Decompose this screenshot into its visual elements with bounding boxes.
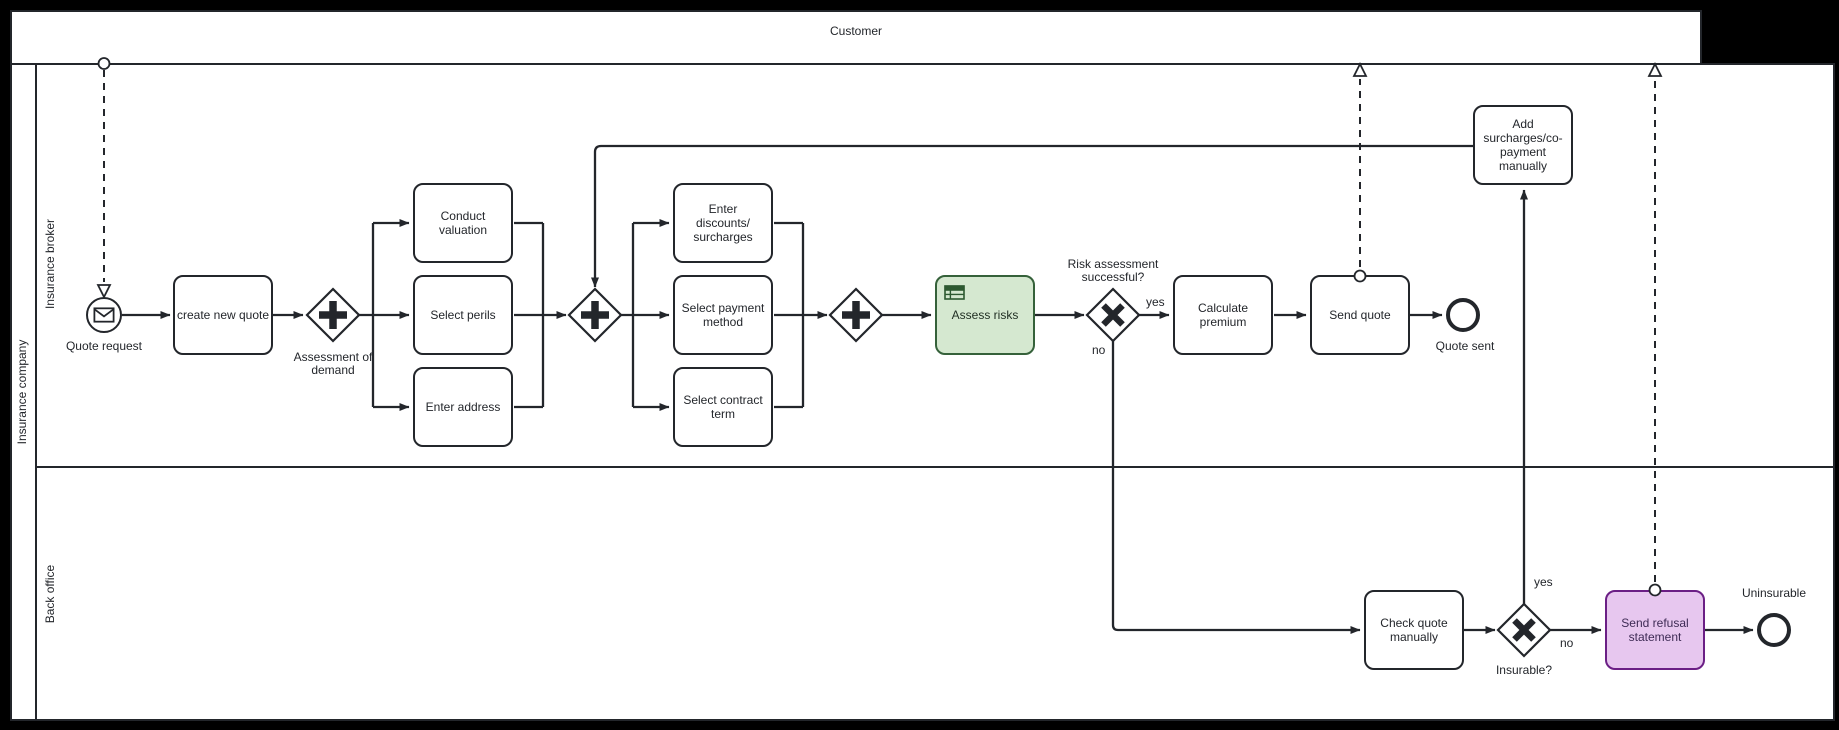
pool-insurance-company-label: Insurance company [15, 339, 29, 445]
task-enter-address[interactable]: Enter address [413, 367, 513, 447]
task-assess-risks[interactable]: Assess risks [935, 275, 1035, 355]
task-create-new-quote[interactable]: create new quote [173, 275, 273, 355]
label-quote-sent: Quote sent [1435, 339, 1495, 353]
label-quote-request: Quote request [65, 339, 143, 353]
label-uninsurable: Uninsurable [1741, 586, 1807, 600]
task-check-quote-manually[interactable]: Check quote manually [1364, 590, 1464, 670]
task-conduct-valuation[interactable]: Conduct valuation [413, 183, 513, 263]
message-envelope-icon [93, 307, 115, 323]
label-risk-assessment: Risk assessment successful? [1067, 257, 1159, 284]
task-send-quote[interactable]: Send quote [1310, 275, 1410, 355]
task-add-surcharges-copayment[interactable]: Add surcharges/​co-payment manually [1473, 105, 1573, 185]
label-assessment-of-demand: Assessment of demand [293, 350, 373, 377]
lane-divider [35, 466, 1835, 468]
lane-back-office-label: Back office [43, 564, 57, 624]
business-rule-table-icon [944, 285, 965, 300]
task-send-refusal-statement[interactable]: Send refusal statement [1605, 590, 1705, 670]
task-select-payment-method[interactable]: Select payment method [673, 275, 773, 355]
label-risk-yes: yes [1146, 295, 1165, 309]
end-event-quote-sent[interactable] [1446, 298, 1480, 332]
label-risk-no: no [1092, 343, 1106, 357]
start-event-quote-request[interactable] [86, 297, 122, 333]
pool-customer-label: Customer [829, 24, 882, 38]
task-calculate-premium[interactable]: Calculate premium [1173, 275, 1273, 355]
label-insurable-yes: yes [1534, 575, 1553, 589]
task-select-contract-term[interactable]: Select contract term [673, 367, 773, 447]
label-insurable: Insurable? [1495, 663, 1553, 677]
label-insurable-no: no [1560, 636, 1574, 650]
pool-label-band-divider [35, 63, 37, 721]
lane-insurance-broker-label: Insurance broker [43, 218, 57, 310]
task-enter-discounts-surcharges[interactable]: Enter discounts/​surcharges [673, 183, 773, 263]
task-select-perils[interactable]: Select perils [413, 275, 513, 355]
end-event-uninsurable[interactable] [1757, 613, 1791, 647]
